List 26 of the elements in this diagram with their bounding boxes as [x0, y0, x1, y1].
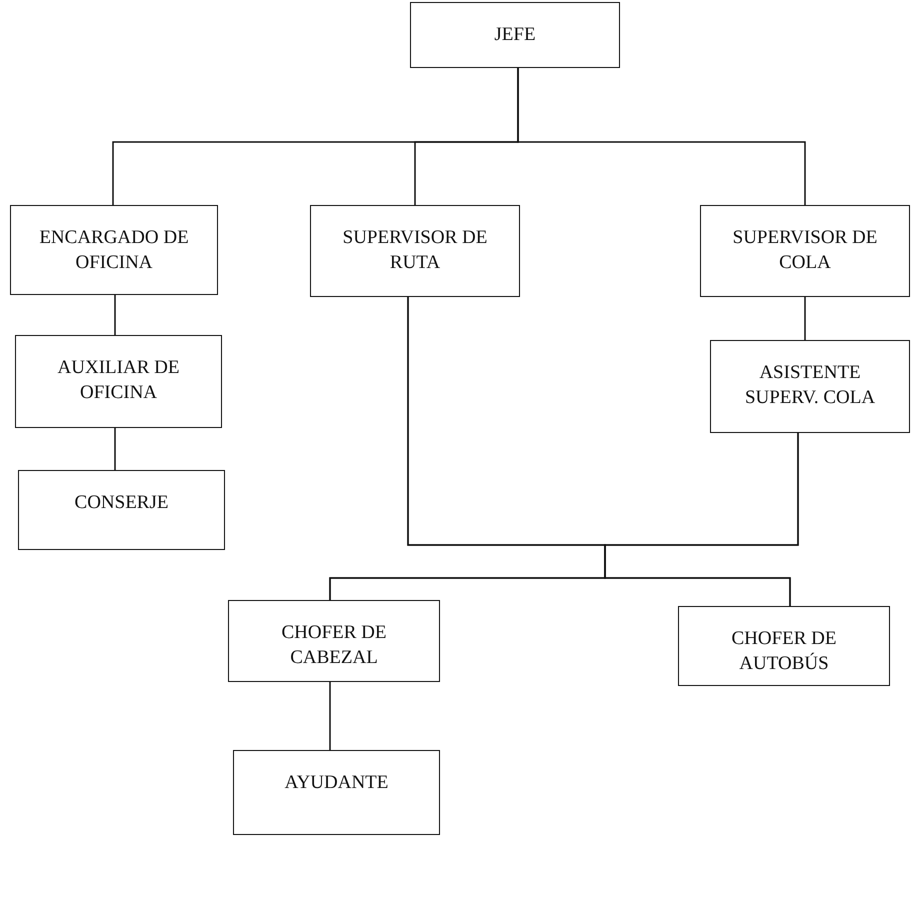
position-title: SUPERVISOR DE COLA	[732, 226, 878, 275]
connector-line	[604, 433, 799, 606]
position-box	[700, 205, 910, 297]
position-box	[710, 340, 910, 433]
position-title: CHOFER DE CABEZAL	[280, 621, 388, 670]
position-title: ENCARGADO DE OFICINA	[38, 226, 190, 275]
position-box	[18, 470, 225, 550]
position-box	[678, 606, 890, 686]
position-title: CHOFER DE AUTOBÚS	[730, 627, 838, 676]
position-title: AUXILIAR DE OFICINA	[56, 356, 180, 405]
position-box	[233, 750, 440, 835]
position-box	[310, 205, 520, 297]
connector-line	[114, 428, 116, 470]
position-box	[15, 335, 222, 428]
position-title: SUPERVISOR DE RUTA	[342, 226, 488, 275]
position-title: AYUDANTE	[284, 771, 388, 795]
position-box	[410, 2, 620, 68]
connector-line	[517, 68, 806, 205]
connector-line	[329, 682, 331, 750]
position-title: ASISTENTE SUPERV. COLA	[744, 361, 876, 410]
position-title: CONSERJE	[74, 491, 168, 515]
connector-line	[804, 297, 806, 340]
position-box	[10, 205, 218, 295]
connector-line	[114, 295, 116, 335]
position-title: JEFE	[494, 23, 536, 47]
position-box	[228, 600, 440, 682]
